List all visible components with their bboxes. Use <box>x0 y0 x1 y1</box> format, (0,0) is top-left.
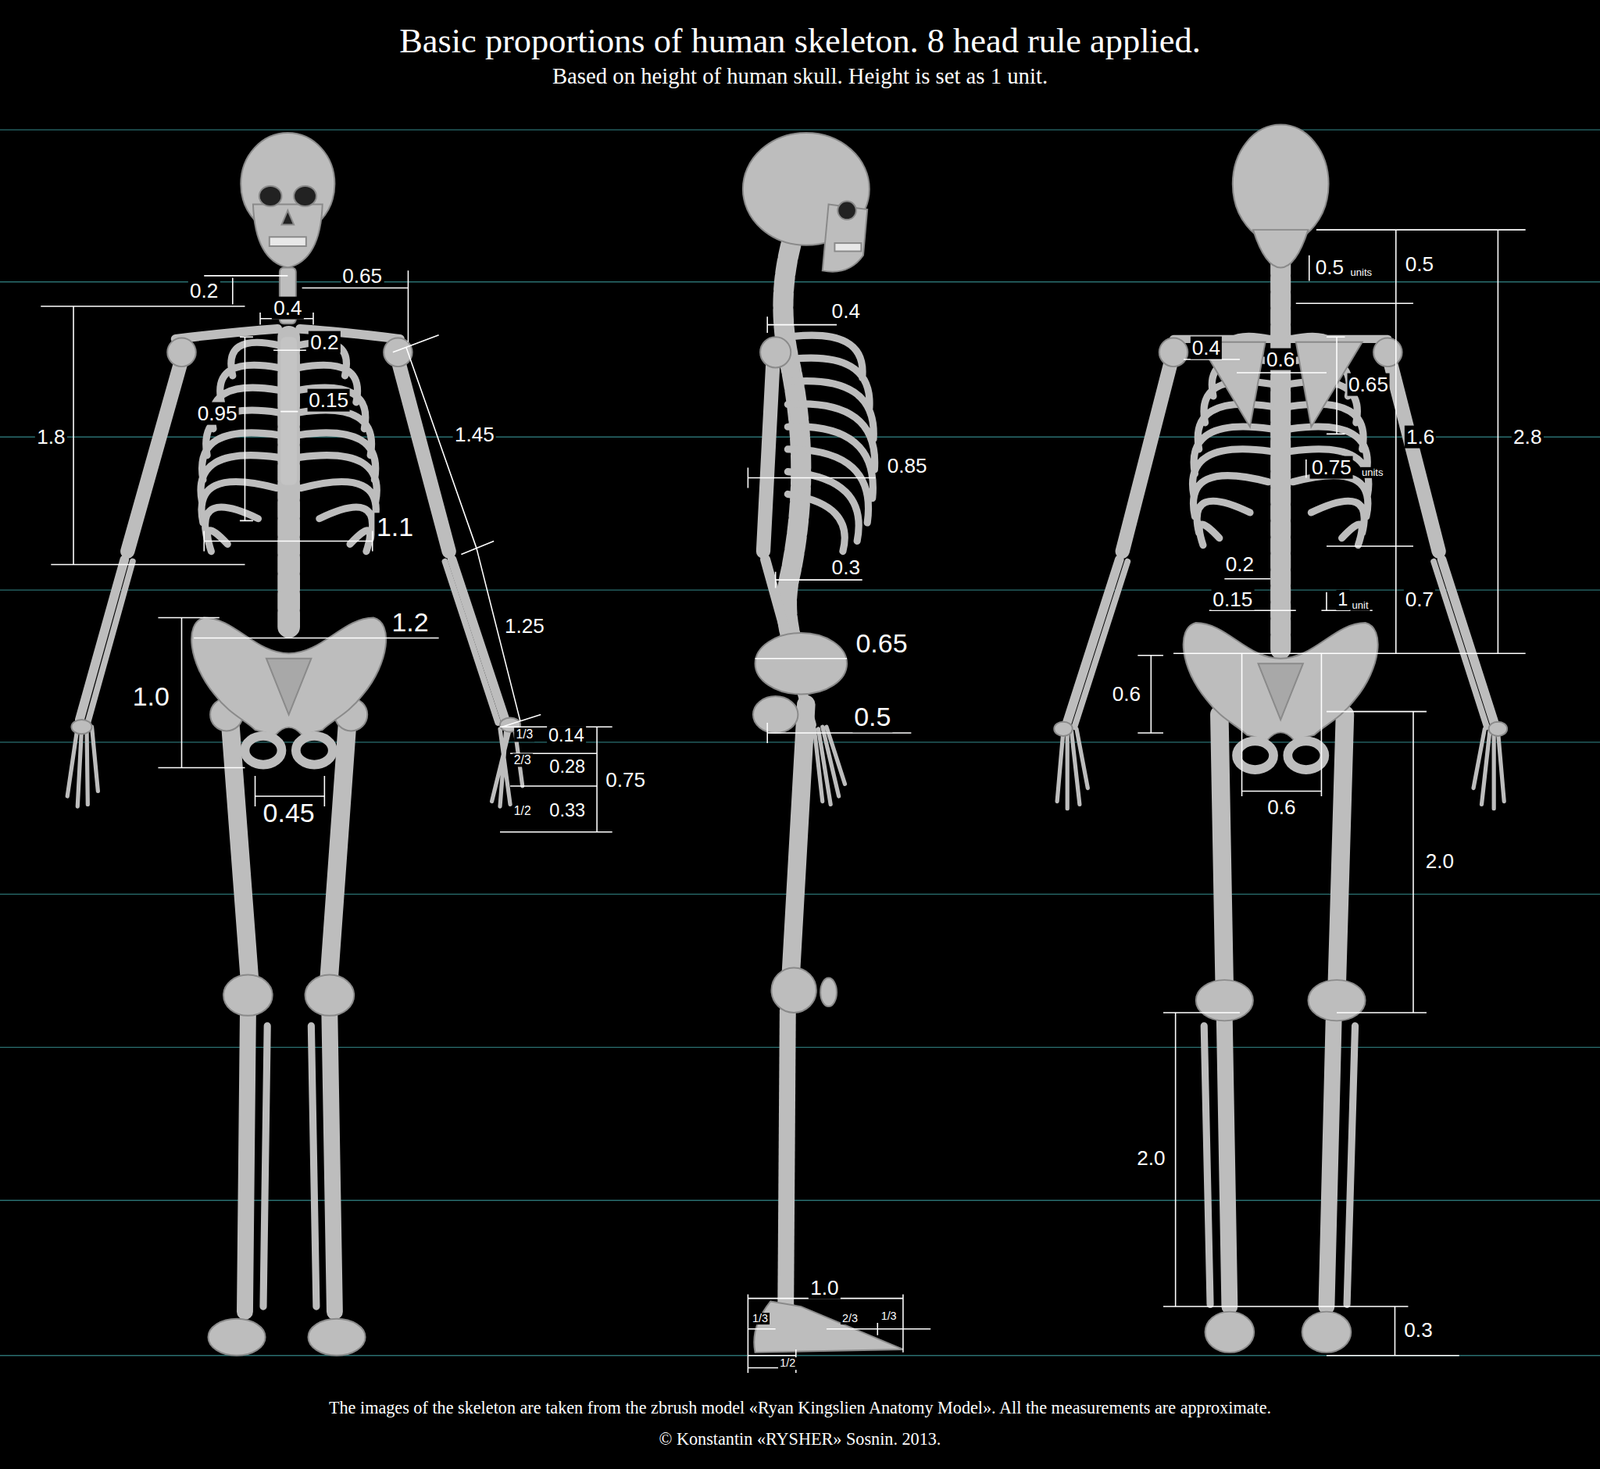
title: Basic proportions of human skeleton. 8 h… <box>397 21 1203 61</box>
dimension-value: 1.45 <box>453 423 497 447</box>
dimension-value: 0.65 <box>853 628 909 658</box>
dimension-value: 0.65 <box>340 264 384 287</box>
dimension-value: 1/2 <box>512 804 533 818</box>
front-skeleton <box>67 132 523 1356</box>
dimension-value: 0.3 <box>830 556 862 579</box>
dimension-value: 0.2 <box>188 279 220 303</box>
dimension-value: 0.4 <box>830 300 862 323</box>
subtitle: Based on height of human skull. Height i… <box>550 64 1050 90</box>
dimension-value: 2/3 <box>512 753 533 767</box>
dimension-value: 0.28 <box>547 757 587 778</box>
dimension-value: 0.45 <box>261 798 317 828</box>
dimension-value: 0.4 <box>1190 336 1222 360</box>
dimension-value: 0.15 <box>1210 587 1254 611</box>
copyright: © Konstantin «RYSHER» Sosnin. 2013. <box>657 1428 943 1448</box>
dimension-value: 1.8 <box>35 425 67 449</box>
back-skeleton <box>1053 125 1508 1353</box>
dimension-value: 1/3 <box>879 1310 899 1323</box>
dimension-value: 0.65 <box>1346 373 1390 397</box>
dimension-value: 1.1 <box>375 513 415 543</box>
dimension-value: 0.15 <box>307 389 350 412</box>
dimension-value: 0.5 <box>852 703 893 733</box>
dimension-value: 1.25 <box>503 614 547 637</box>
dimension-value: 0.6 <box>1265 796 1297 819</box>
dimension-value: 0.5 <box>1403 253 1436 276</box>
dimension-value: 0.7 <box>1403 587 1436 611</box>
dimension-value: 0.5 <box>1314 256 1346 279</box>
dimension-value: 1/2 <box>778 1357 797 1370</box>
dimension-value: 1.0 <box>808 1276 840 1300</box>
dimension-value: unit <box>1350 599 1371 611</box>
dimension-value: 0.2 <box>308 330 340 354</box>
dimension-lines <box>40 229 1525 1373</box>
dimension-value: 0.6 <box>1264 347 1297 371</box>
dimension-value: 0.85 <box>885 453 929 477</box>
dimension-value: 1.6 <box>1404 425 1436 449</box>
dimension-value: 0.75 <box>1310 456 1354 479</box>
dimension-value: 1 <box>1335 589 1350 611</box>
dimension-value: 0.14 <box>546 725 586 747</box>
dimension-value: units <box>1360 467 1386 479</box>
dimension-value: 0.75 <box>603 768 647 792</box>
dimension-value: 2.8 <box>1511 425 1543 449</box>
dimension-value: 0.6 <box>1110 682 1143 706</box>
dimension-value: 1/3 <box>750 1312 770 1325</box>
caption: The images of the skeleton are taken fro… <box>327 1398 1273 1418</box>
dimension-value: 2/3 <box>840 1312 860 1325</box>
dimension-value: 0.4 <box>271 296 304 320</box>
dimension-value: 0.95 <box>196 402 240 425</box>
dimension-value: units <box>1349 267 1375 279</box>
dimension-value: 0.33 <box>547 800 587 822</box>
dimension-value: 2.0 <box>1135 1146 1167 1170</box>
dimension-value: 1.2 <box>389 607 430 637</box>
dimension-value: 0.2 <box>1224 553 1256 576</box>
dimension-value: 1/3 <box>514 728 535 742</box>
dimension-value: 0.3 <box>1402 1318 1434 1342</box>
dimension-value: 1.0 <box>131 682 172 711</box>
dimension-value: 2.0 <box>1424 850 1456 873</box>
